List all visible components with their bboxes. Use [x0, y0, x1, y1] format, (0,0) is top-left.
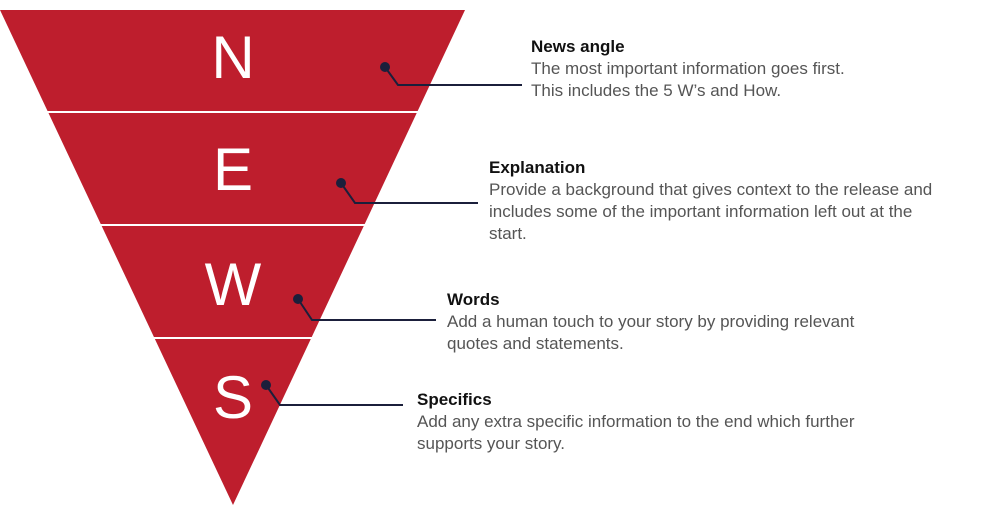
connector-dot	[293, 294, 303, 304]
item-desc: This includes the 5 W’s and How.	[531, 81, 782, 100]
connector-line	[384, 66, 522, 86]
letter-s: S	[213, 364, 253, 431]
item-title: Words	[447, 290, 500, 309]
item-title: Explanation	[489, 158, 586, 177]
funnel-triangle	[0, 10, 465, 505]
item-words: Words Add a human touch to your story by…	[447, 289, 854, 355]
item-desc: start.	[489, 224, 527, 243]
item-desc: Provide a background that gives context …	[489, 180, 933, 199]
item-title: Specifics	[417, 390, 492, 409]
item-title: News angle	[531, 37, 625, 56]
item-desc: Add any extra specific information to th…	[417, 412, 855, 431]
letter-n: N	[211, 24, 254, 91]
item-desc: supports your story.	[417, 434, 566, 453]
item-desc: includes some of the important informati…	[489, 202, 913, 221]
connector-dot	[380, 62, 390, 72]
item-explanation: Explanation Provide a background that gi…	[489, 157, 932, 245]
item-news-angle: News angle The most important informatio…	[531, 36, 845, 102]
connector-dot	[261, 380, 271, 390]
letter-e: E	[213, 136, 253, 203]
letter-w: W	[205, 251, 262, 318]
connector-line	[340, 182, 478, 204]
connector-line	[265, 384, 403, 406]
item-desc: quotes and statements.	[447, 334, 624, 353]
item-desc: Add a human touch to your story by provi…	[447, 312, 855, 331]
item-specifics: Specifics Add any extra specific informa…	[417, 389, 855, 455]
item-desc: The most important information goes firs…	[531, 59, 845, 78]
connector-line	[297, 298, 436, 321]
connector-dot	[336, 178, 346, 188]
